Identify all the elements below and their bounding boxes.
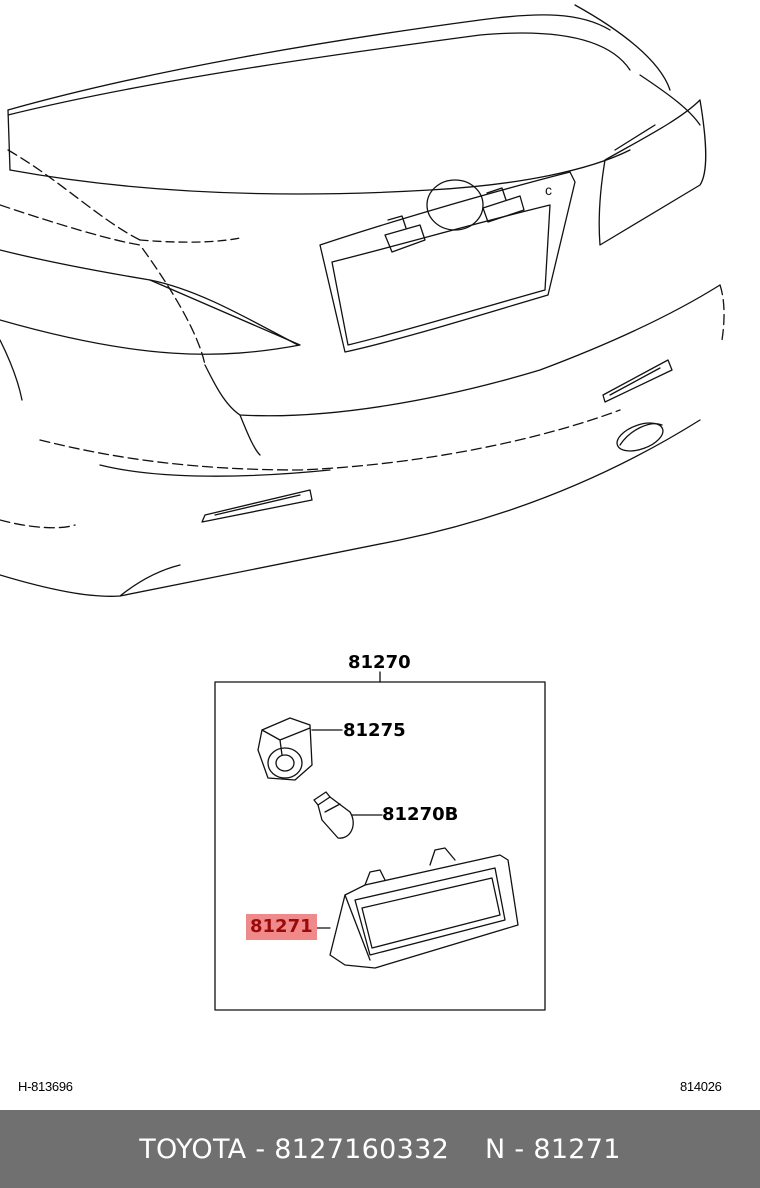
parts-diagram: c — [0, 4, 725, 1011]
callout-bulb: 81270B — [382, 804, 459, 825]
callout-assembly: 81270 — [348, 652, 411, 673]
svg-text:c: c — [545, 182, 552, 198]
callout-lens-highlighted[interactable]: 81271 — [246, 914, 317, 940]
part-info-footer: TOYOTA - 8127160332 N - 81271 — [0, 1110, 760, 1188]
reference-number-label: N - 81271 — [485, 1133, 621, 1165]
illustration-code-left: H-813696 — [18, 1079, 73, 1094]
car-rear-illustration: c — [0, 4, 725, 597]
part-number-label: TOYOTA - 8127160332 — [139, 1133, 450, 1165]
lens-illustration — [329, 847, 519, 969]
bulb-illustration — [313, 791, 354, 839]
socket-illustration — [257, 717, 313, 781]
callout-socket: 81275 — [343, 720, 406, 741]
illustration-code-right: 814026 — [680, 1079, 722, 1094]
